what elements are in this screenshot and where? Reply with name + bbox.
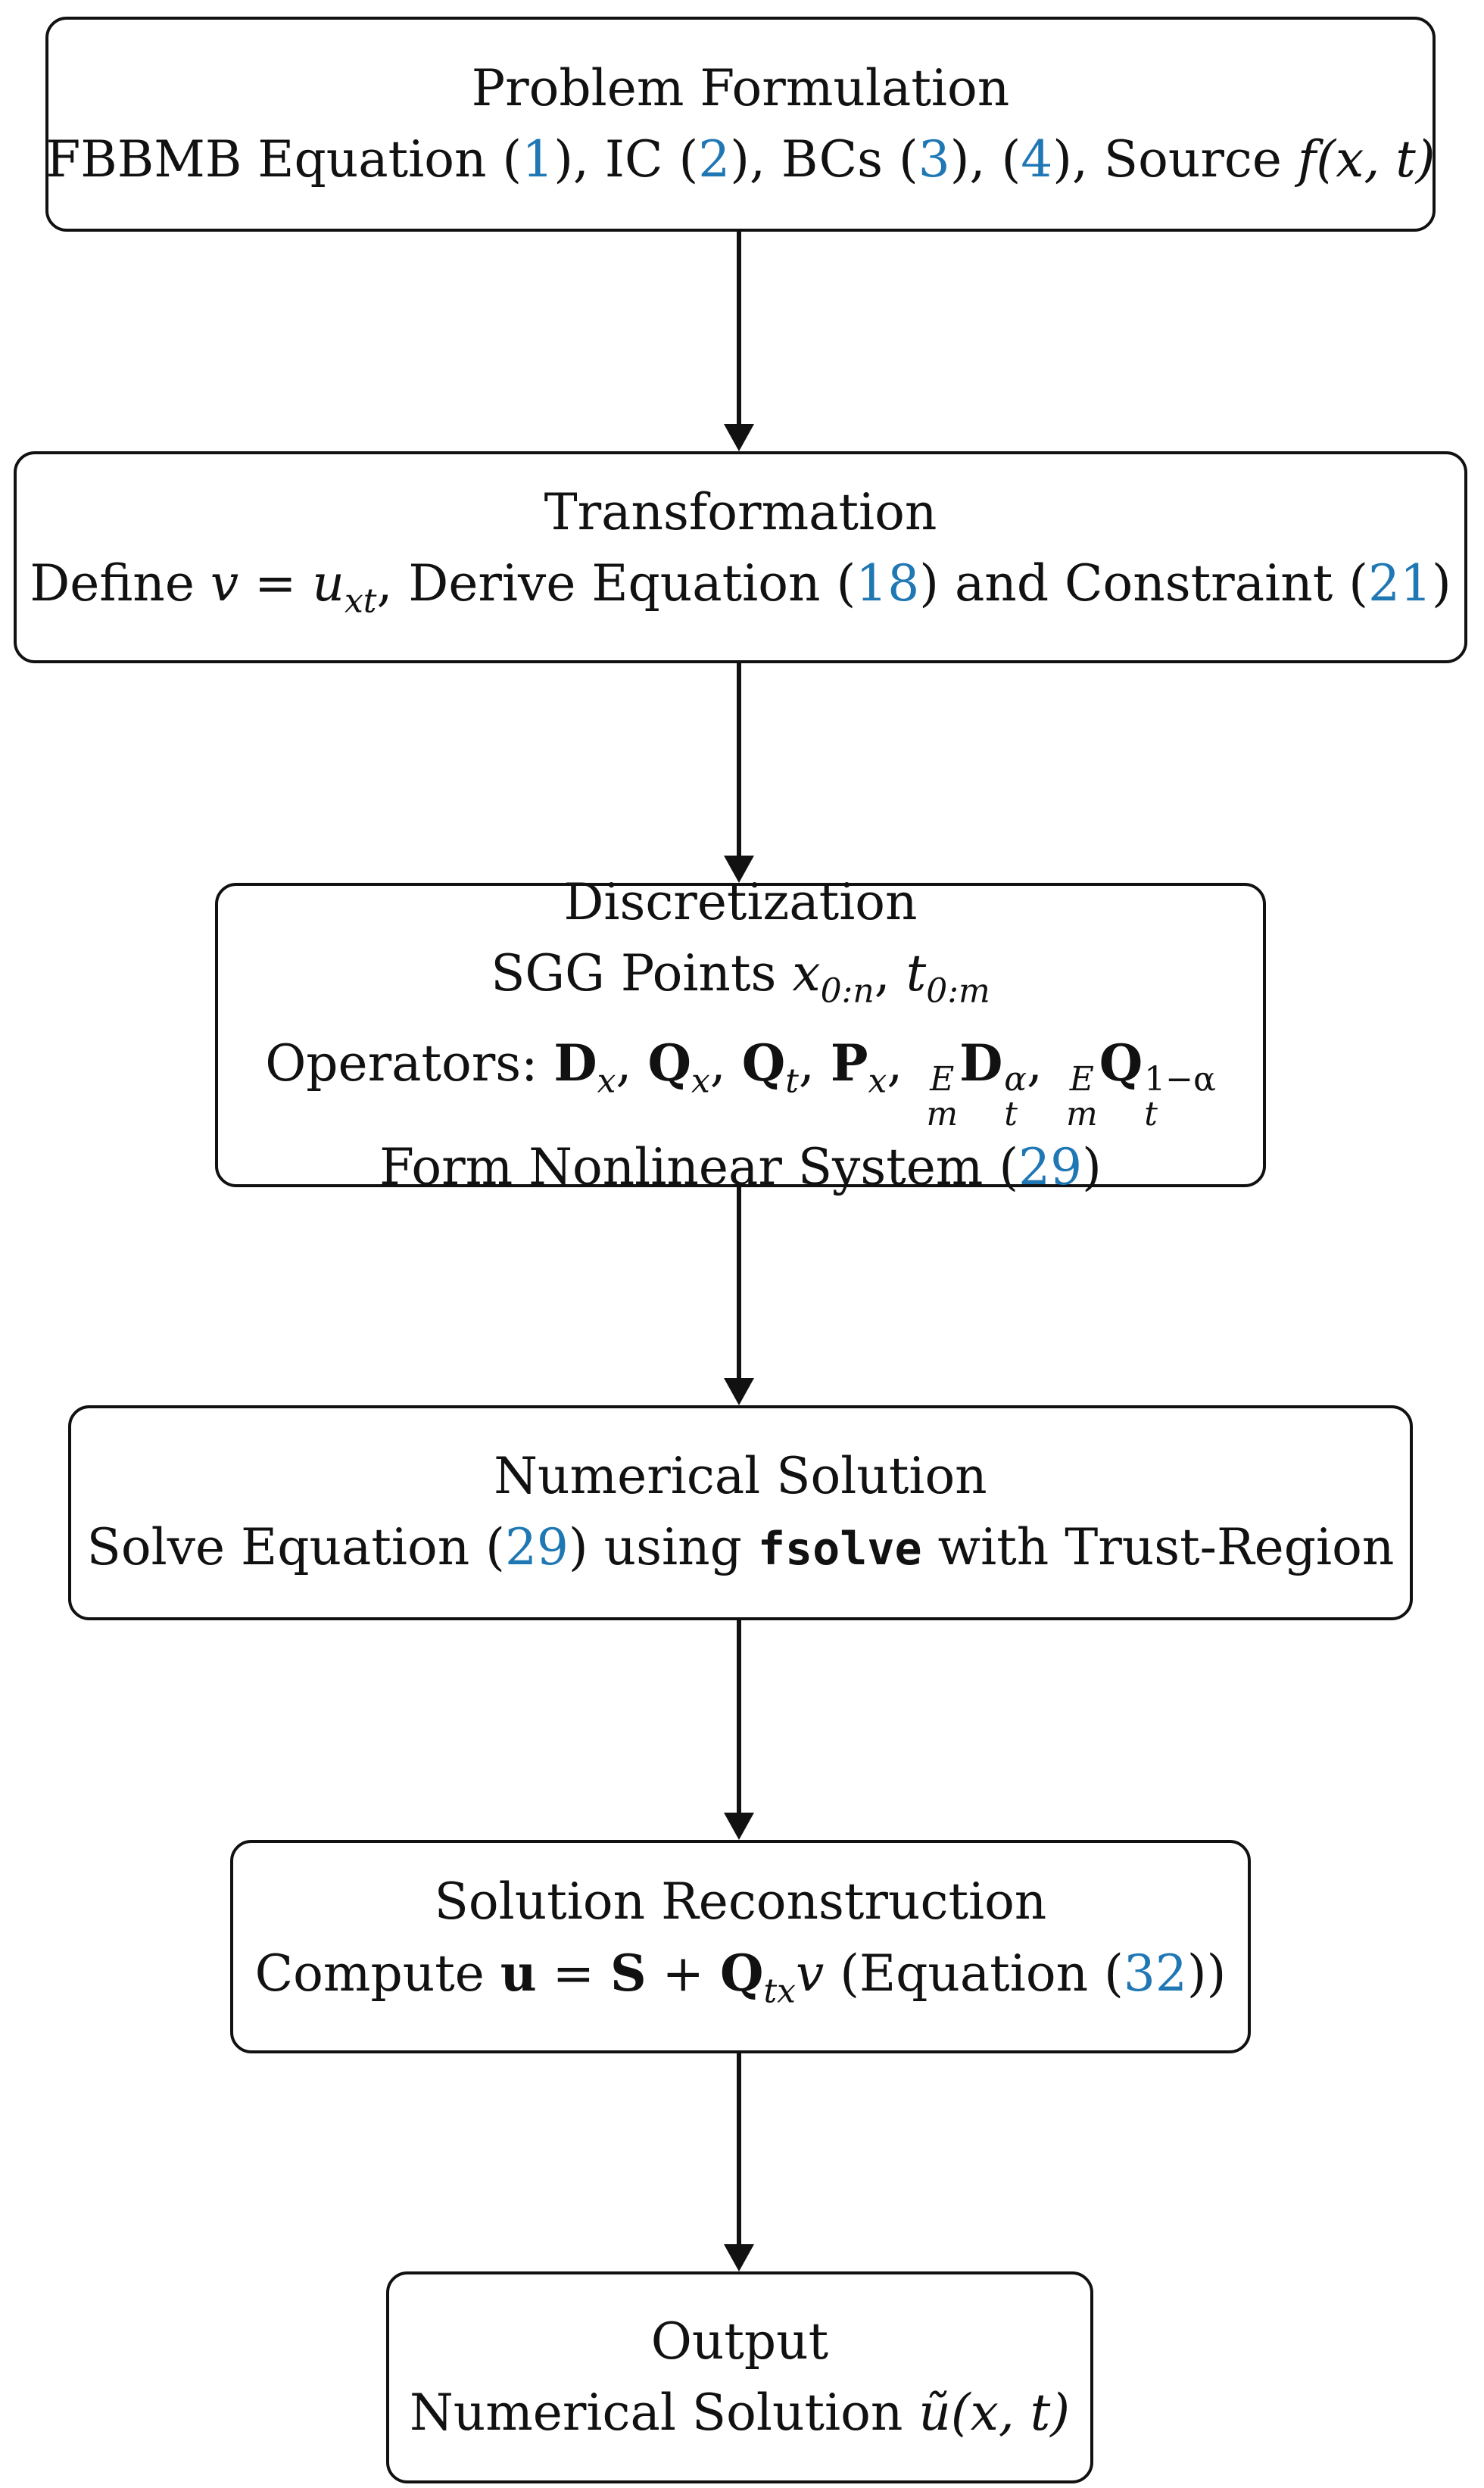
box-content: Compute u = S + Qtxv (Equation (32)) [254, 1943, 1227, 2011]
numerical-solution-box: Numerical Solution Solve Equation (29) u… [68, 1405, 1413, 1620]
sgg-points-line: SGG Points x0:n, t0:m [491, 944, 990, 1011]
equation-ref[interactable]: 1 [522, 130, 554, 189]
discretization-box: Discretization SGG Points x0:n, t0:m Ope… [215, 873, 1266, 1196]
arrowhead-3 [724, 1378, 754, 1405]
arrowhead-1 [724, 424, 754, 451]
arrowhead-2 [724, 856, 754, 883]
box-title: Numerical Solution [494, 1447, 987, 1505]
equation-ref[interactable]: 32 [1123, 1944, 1187, 2003]
math-output: ũ(x, t) [918, 2384, 1071, 2442]
box-title: Transformation [544, 483, 937, 542]
box-content: FBBMB Equation (1), IC (2), BCs (3), (4)… [45, 130, 1436, 189]
box-content: Numerical Solution ũ(x, t) [409, 2384, 1071, 2442]
math-source: f(x, t) [1297, 130, 1436, 189]
arrowhead-4 [724, 1813, 754, 1840]
equation-ref[interactable]: 4 [1021, 130, 1053, 189]
output-box: Output Numerical Solution ũ(x, t) [386, 2271, 1093, 2483]
equation-ref[interactable]: 29 [1018, 1137, 1083, 1196]
solution-reconstruction-box: Solution Reconstruction Compute u = S + … [230, 1840, 1251, 2053]
arrowhead-5 [724, 2244, 754, 2271]
equation-ref[interactable]: 3 [918, 130, 950, 189]
equation-ref[interactable]: 29 [504, 1518, 569, 1576]
equation-ref[interactable]: 2 [698, 130, 731, 189]
nonlinear-system-line: Form Nonlinear System (29) [379, 1137, 1102, 1196]
code-fsolve: fsolve [757, 1523, 922, 1576]
transformation-box: Transformation Define v = uxt, Derive Eq… [14, 451, 1467, 663]
equation-ref[interactable]: 18 [856, 554, 920, 613]
box-title: Discretization [563, 873, 918, 932]
box-title: Problem Formulation [471, 59, 1010, 117]
equation-ref[interactable]: 21 [1367, 554, 1432, 613]
box-content: Define v = uxt, Derive Equation (18) and… [30, 554, 1451, 621]
problem-formulation-box: Problem Formulation FBBMB Equation (1), … [45, 17, 1436, 232]
box-title: Output [650, 2312, 829, 2371]
box-content: Solve Equation (29) using fsolve with Tr… [86, 1518, 1395, 1576]
box-title: Solution Reconstruction [434, 1872, 1047, 1931]
